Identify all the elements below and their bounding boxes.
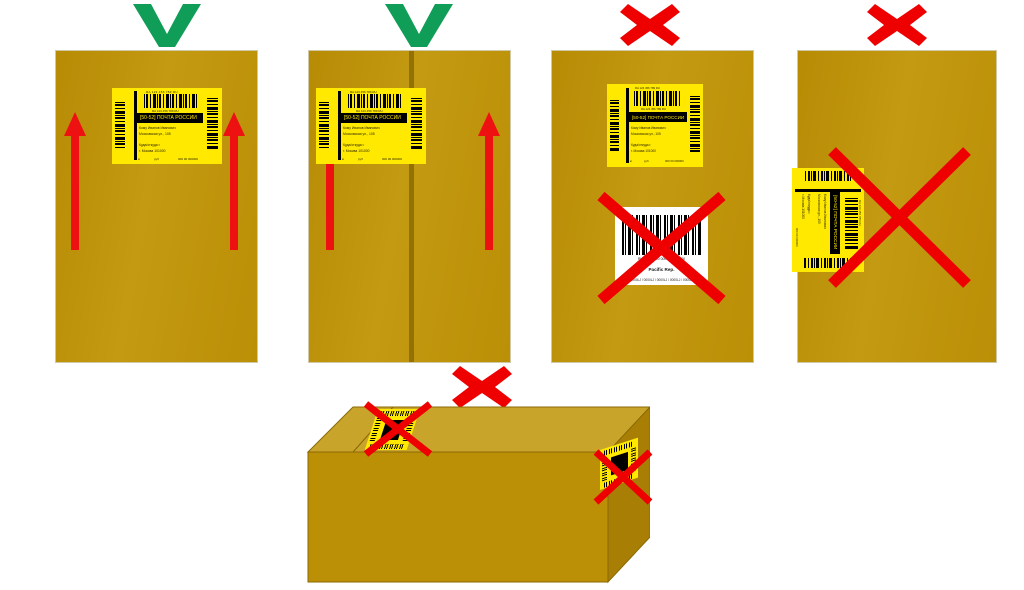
postal-label-footer-left-2: кг [342,157,345,161]
postal-label-code-2: RA 123 456 789 RU [350,90,377,94]
postal-label-footer-left-1: кг [138,157,141,161]
postal-label-left-barcode-1 [115,102,125,150]
postal-label-sender-3a: Куда/откуда г. [631,143,652,147]
postal-label-addressee-1b: Московская ул., 105 [139,132,171,136]
box-panel-5-3d [305,400,652,585]
extra-barcode-sticker-bars-3 [622,215,701,255]
box-seam-2 [409,51,414,362]
postal-label-divider-3 [626,88,629,163]
postal-label-footer-mid-1: руб [154,157,159,161]
extra-barcode-sticker-line-2: Pacific Rep. [648,267,675,272]
postal-label-2: RA 123 456 789 RU RA 123 456 789 RU [50-… [316,88,426,164]
postal-label-right-barcode-1 [207,98,218,150]
postal-label-left-barcode-3 [610,100,619,152]
postal-label-brand-band-3: [50-52] ПОЧТА РОССИИ [629,112,687,122]
postal-label-sender-4b: г. Москва 101000 [801,194,805,219]
postal-label-4: RA 123 456 789 RU [50-52] ПОЧТА РОССИИ К… [792,168,864,272]
extra-barcode-sticker-3: RU 0000 0000 0000 0000 0000 Pacific Rep.… [615,207,708,285]
orientation-arrow-1-left [63,112,87,250]
postal-label-addressee-1a: Кому Иванов Иванович [139,126,176,130]
postal-label-3: RA 123 456 789 RU RA 123 456 789 RU [50-… [607,84,703,167]
postal-label-left-barcode-2 [319,102,329,150]
postal-label-sender-2a: Куда/откуда г. [343,143,365,147]
postal-label-code-3: RA 123 456 789 RU [635,86,660,90]
mini-label-top-barcode-top [379,411,416,416]
postal-label-addressee-4b: Московская ул., 105 [817,194,821,224]
mini-label-side-barcode-left [602,456,607,482]
postal-label-sender-2b: г. Москва 101000 [343,149,370,153]
postal-label-sender-4a: Куда/откуда г. [807,194,811,215]
postal-label-footer-right-4: 000 00 000000 [795,228,799,247]
postal-label-footer-mid-2: руб [358,157,363,161]
box-front-face [307,451,609,583]
postal-label-divider-4 [795,189,861,192]
postal-label-footer-right-1: 000 00 000000 [178,157,199,161]
postal-label-1: RA 123 456 789 RU RA 123 456 789 RU [50-… [112,88,222,164]
postal-label-left-barcode-4 [805,171,851,181]
mini-label-top-band [379,420,405,440]
postal-label-top-barcode-4 [845,198,858,249]
postal-label-sender-1b: г. Москва 101000 [139,149,166,153]
postal-label-addressee-4a: Кому Иванов Иванович [823,194,827,229]
mini-label-top-barcode-bottom [369,444,405,449]
postal-label-footer-mid-3: руб [644,159,649,163]
postal-label-addressee-3a: Кому Иванов Иванович [631,126,666,130]
red-cross-mark-5 [450,364,514,410]
postal-label-addressee-3b: Московская ул., 105 [631,132,661,136]
postal-label-top-barcode-2 [348,94,402,108]
postal-label-divider-2 [338,91,341,160]
green-check-mark-2 [383,2,455,48]
postal-label-addressee-2a: Кому Иванов Иванович [343,126,380,130]
postal-label-code-1: RA 123 456 789 RU [146,90,178,94]
postal-label-footer-right-2: 000 00 000000 [382,157,403,161]
postal-label-brand-band-2: [50-52] ПОЧТА РОССИИ [341,113,407,123]
postal-label-addressee-2b: Московская ул., 105 [343,132,375,136]
red-cross-mark-3 [618,2,682,48]
postal-label-top-barcode-3 [634,91,682,106]
postal-label-right-barcode-4 [804,258,854,268]
postal-label-top-barcode-digits-2: RA 123 456 789 RU [356,109,383,113]
postal-label-brand-band-1: [50-52] ПОЧТА РОССИИ [137,113,203,123]
postal-label-sender-3b: г. Москва 101000 [631,149,656,153]
postal-label-right-barcode-3 [690,96,700,152]
orientation-arrow-2-right [477,112,501,250]
postal-label-brand-band-4: [50-52] ПОЧТА РОССИИ [830,192,840,254]
postal-label-top-barcode-digits-3: RA 123 456 789 RU [641,107,666,111]
postal-label-divider-1 [134,91,137,160]
postal-label-code-4: RA 123 456 789 RU [858,200,862,226]
postal-label-top-barcode-digits-1: RA 123 456 789 RU [152,109,179,113]
extra-barcode-sticker-line-3: 0000LJ / 0000LJ / 0000LJ / 0000LJ / 0000… [630,278,694,282]
green-check-mark-1 [131,2,203,48]
extra-barcode-sticker-line-1: RU 0000 0000 0000 0000 0000 [637,257,686,261]
orientation-arrow-1-right [222,112,246,250]
postal-label-right-barcode-2 [411,98,422,150]
postal-label-footer-right-3: 000 00 000000 [665,159,684,163]
orientation-arrow-2-left [318,112,342,250]
mini-label-side-barcode-right [631,447,636,472]
postal-label-top-barcode-1 [144,94,198,108]
red-cross-mark-4 [865,2,929,48]
postal-label-sender-1a: Куда/откуда г. [139,143,161,147]
postal-label-footer-left-3: кг [630,159,633,163]
mini-label-side-band [611,451,628,476]
